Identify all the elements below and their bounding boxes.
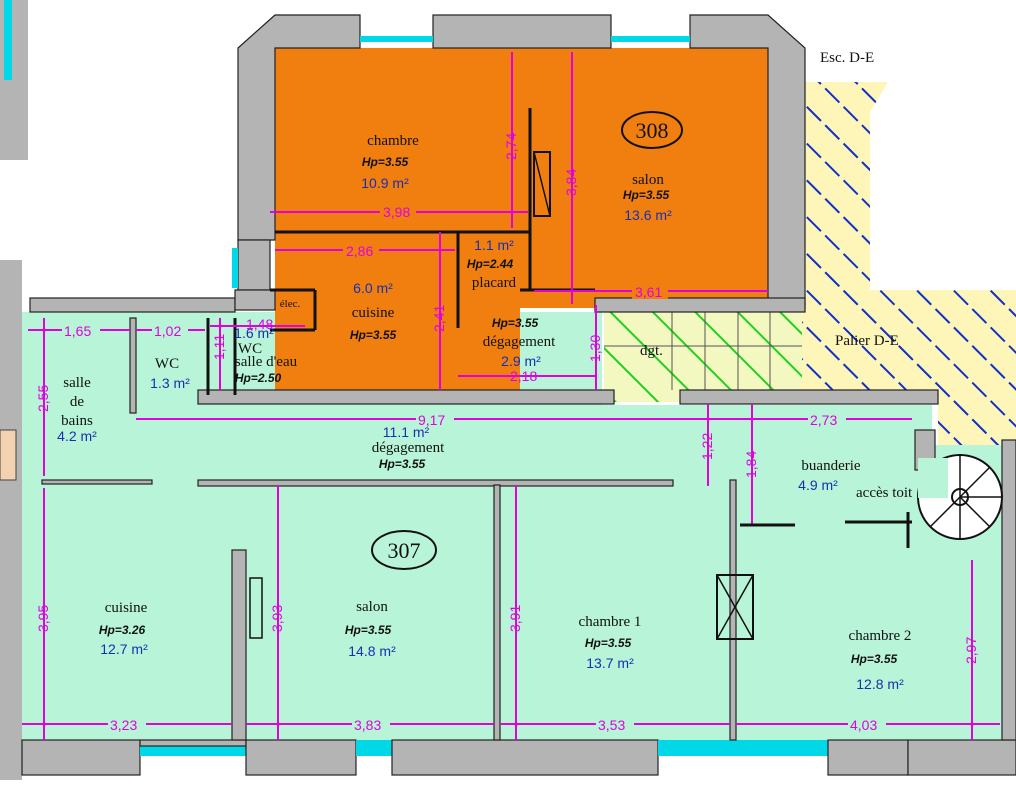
stair-steps — [604, 312, 802, 390]
room-name: dégagement — [483, 334, 556, 350]
dim-label: 3,91 — [507, 605, 523, 632]
apt-307-badge — [371, 530, 437, 570]
room-name: WC — [238, 341, 262, 357]
room-name: salon — [356, 599, 388, 615]
wardrobe-307 — [716, 574, 754, 640]
dim-label: 2,18 — [510, 368, 537, 384]
dim-label: 2,74 — [503, 133, 519, 160]
room-area: 1.1 m² — [474, 237, 514, 253]
room-area: 13.6 m² — [624, 207, 672, 223]
dim-label: 2,73 — [810, 412, 837, 428]
dim-label: 3,84 — [563, 169, 579, 196]
room-hp: Hp=3.55 — [362, 155, 409, 169]
spiral-stair-icon — [917, 454, 1003, 540]
room-name: salle — [63, 375, 91, 391]
room-hp: Hp=3.55 — [585, 636, 632, 650]
room-hp: Hp=3.55 — [379, 457, 426, 471]
room-name: salle d'eau — [235, 354, 298, 370]
room-area: 14.8 m² — [348, 643, 396, 659]
dim-label: 1,11 — [211, 334, 227, 360]
room-area: 10.9 m² — [361, 175, 409, 191]
dim-label: 1,30 — [587, 335, 603, 362]
room-area: 6.0 m² — [353, 280, 393, 296]
acces-toit-label: accès toit — [856, 485, 913, 501]
left-outside-element — [0, 429, 17, 481]
room-hp: Hp=2.44 — [467, 257, 514, 271]
room-name: cuisine — [352, 305, 395, 321]
room-name: élec. — [280, 298, 301, 310]
room-name: buanderie — [801, 458, 860, 474]
room-name: placard — [472, 275, 517, 291]
stair-de-hatch — [805, 82, 888, 290]
left-wall — [0, 260, 22, 780]
dim-label: 1,65 — [64, 323, 91, 339]
dim-label: 3,95 — [35, 605, 51, 632]
apt-307-number: 307 — [388, 538, 421, 563]
wardrobe-308 — [533, 151, 551, 217]
room-name: cuisine — [105, 600, 148, 616]
room-hp: Hp=2.50 — [235, 371, 282, 385]
room-name: WC — [155, 356, 179, 372]
dim-label: 4,03 — [850, 717, 877, 733]
room-name: chambre 1 — [579, 614, 642, 630]
room-area: 4.9 m² — [798, 477, 838, 493]
dimension-labels: 2,74 3,84 3,98 2,86 2,41 3,61 1,30 2,18 … — [35, 133, 979, 733]
room-area: 12.8 m² — [856, 676, 904, 692]
room-name: chambre 2 — [849, 628, 912, 644]
room-hp: Hp=3.55 — [623, 188, 670, 202]
dim-label: 2,97 — [963, 637, 979, 664]
dim-label: 1,02 — [154, 323, 181, 339]
room-hp: Hp=3.55 — [851, 652, 898, 666]
room-name: dégagement — [372, 440, 445, 456]
room-hp: Hp=3.55 — [350, 328, 397, 342]
dim-label: 3,61 — [635, 284, 662, 300]
room-hp: Hp=3.26 — [99, 623, 146, 637]
dim-label: 3,93 — [269, 605, 285, 632]
room-area: 2.9 m² — [501, 353, 541, 369]
dim-label: 1,84 — [743, 451, 759, 478]
dim-label: 9,17 — [418, 412, 445, 428]
left-window — [4, 0, 12, 80]
wardrobe-salon-307 — [249, 577, 263, 639]
room-name: de — [70, 394, 85, 410]
apt-308-number: 308 — [636, 118, 669, 143]
dim-label: 1,48 — [246, 316, 273, 332]
window-308-top-left — [360, 36, 433, 42]
dim-label: 3,83 — [354, 717, 381, 733]
dim-label: 2,86 — [346, 243, 373, 259]
room-name: bains — [61, 413, 93, 429]
dim-label: 2,41 — [431, 305, 447, 332]
walls — [21, 14, 1016, 776]
landing-de-hatch — [802, 290, 1016, 445]
dgt-hatch — [604, 312, 802, 402]
room-hp: Hp=3.55 — [345, 623, 392, 637]
room-area: 1.3 m² — [150, 375, 190, 391]
stair-label: Esc. D-E — [820, 50, 874, 66]
dim-label: 3,98 — [383, 204, 410, 220]
dim-label: 1,22 — [699, 433, 715, 460]
landing-label: Palier D-E — [835, 333, 899, 349]
room-area: 4.2 m² — [57, 428, 97, 444]
room-name: salon — [632, 172, 664, 188]
room-area: 1.6 m² — [234, 325, 274, 341]
window-308-top-right — [611, 36, 690, 42]
room-hp: Hp=3.55 — [492, 316, 539, 330]
dim-label: 3,23 — [110, 717, 137, 733]
apt-308-badge — [621, 111, 683, 149]
dim-label: 3,53 — [598, 717, 625, 733]
dgt-label: dgt. — [640, 343, 663, 359]
door-lines — [740, 512, 912, 548]
dim-label: 2,55 — [35, 385, 51, 412]
room-area: 11.1 m² — [383, 424, 430, 440]
room-name: chambre — [367, 133, 419, 149]
room-area: 13.7 m² — [586, 655, 634, 671]
room-area: 12.7 m² — [100, 641, 148, 657]
window-308-side — [232, 248, 238, 288]
